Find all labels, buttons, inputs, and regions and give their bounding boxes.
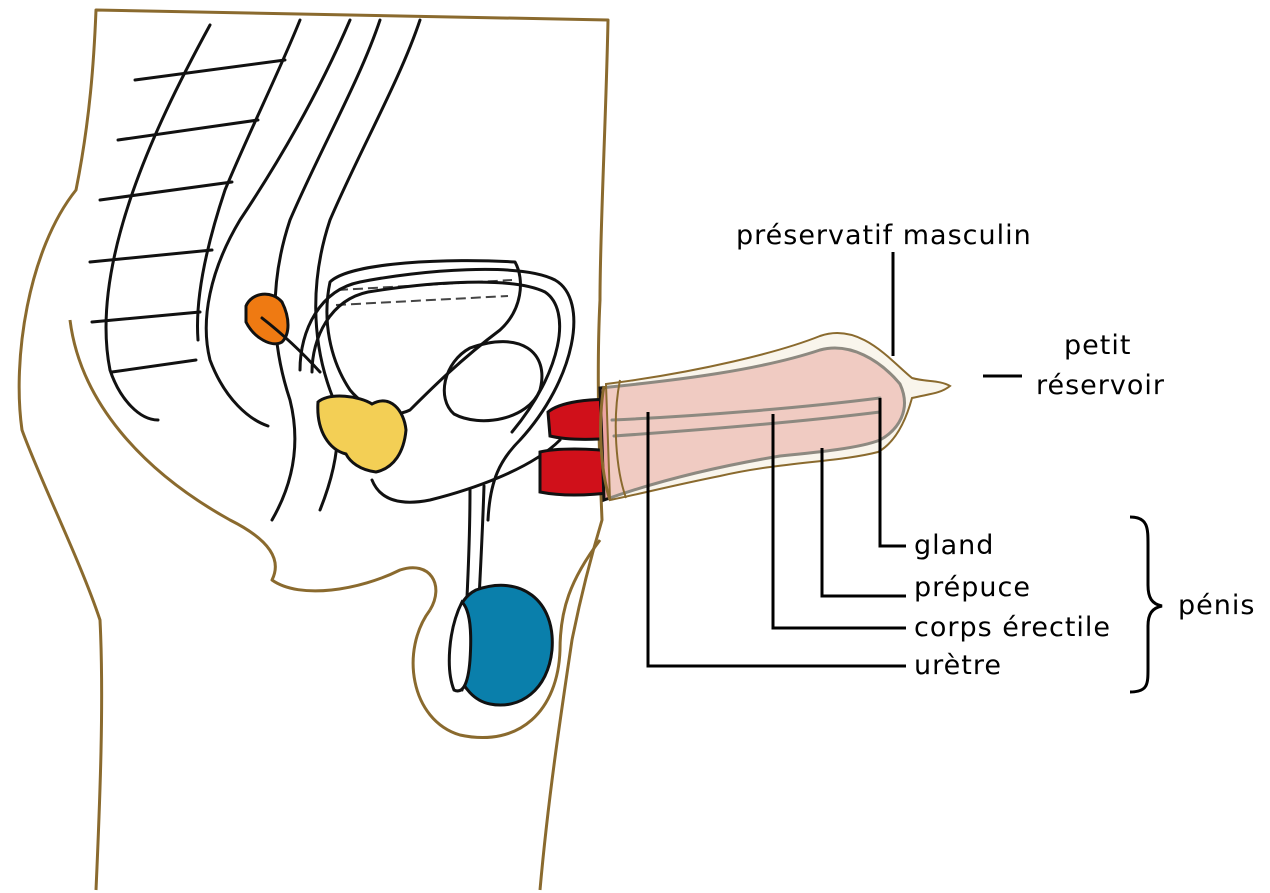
pubic-bone (444, 342, 542, 421)
condom (601, 333, 950, 500)
penis-brace (1130, 517, 1162, 692)
label-reservoir-line1: petit (1064, 330, 1131, 361)
label-condom: préservatif masculin (736, 220, 1032, 251)
label-penis: pénis (1178, 590, 1255, 621)
label-glans: gland (914, 530, 994, 561)
label-urethra: urètre (914, 650, 1002, 681)
body-outline (19, 10, 608, 890)
seminal-vesicle (246, 294, 320, 372)
leader-foreskin (822, 448, 906, 596)
label-foreskin: prépuce (914, 572, 1031, 603)
testis (449, 585, 552, 705)
prostate (318, 396, 406, 472)
label-erectile: corps érectile (914, 612, 1111, 643)
label-reservoir-line2: réservoir (1036, 370, 1165, 401)
